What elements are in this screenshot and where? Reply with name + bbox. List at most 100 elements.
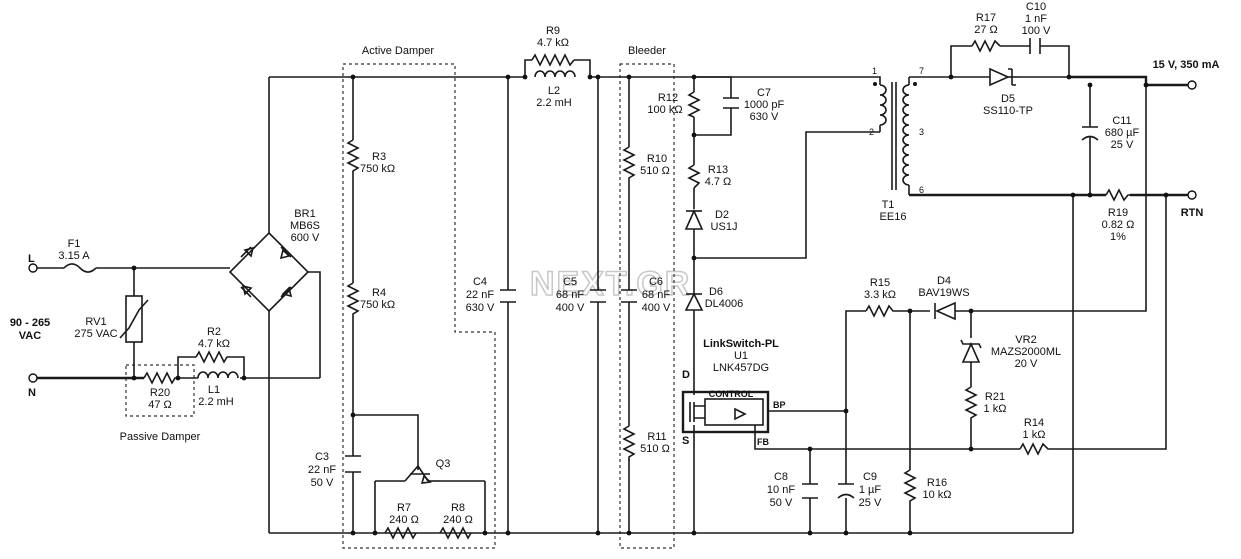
r21-value: 1 kΩ [984, 403, 1007, 415]
r8-ref: R8 [451, 502, 465, 514]
br1-value: 600 V [291, 232, 320, 244]
wire-u1-bp [768, 310, 866, 412]
c6-ref: C6 [649, 276, 663, 288]
diode-d5 [989, 67, 1020, 87]
label-input-voltage-1: 90 - 265 [10, 317, 50, 329]
c7-rating: 630 V [750, 111, 779, 123]
r17-value: 27 Ω [974, 24, 998, 36]
resistor-r16 [903, 469, 917, 505]
ic-u1 [681, 390, 770, 434]
junction-dots [131, 74, 1169, 536]
c8-value: 10 nF [767, 484, 795, 496]
c6-rating: 400 V [642, 302, 671, 314]
r10-value: 510 Ω [640, 165, 670, 177]
wire-r9-bypass [524, 59, 591, 77]
vr2-value: 20 V [1015, 358, 1038, 370]
capacitor-c9 [837, 483, 855, 499]
u1-ref: U1 [734, 350, 748, 362]
wire-d2-to-transformer [694, 131, 880, 259]
capacitor-c6 [621, 289, 637, 303]
resistor-r7 [384, 526, 417, 540]
f1-value: 3.15 A [58, 250, 90, 262]
d4-ref: D4 [937, 275, 951, 287]
diode-d6 [684, 292, 704, 311]
capacitor-c8 [802, 483, 818, 499]
r11-ref: R11 [647, 431, 666, 443]
r20-ref: R20 [150, 387, 170, 399]
r12-value: 100 kΩ [647, 104, 682, 116]
r2-value: 4.7 kΩ [198, 338, 230, 350]
c5-ref: C5 [563, 276, 577, 288]
t1-pin7: 7 [919, 66, 924, 76]
passive-damper-box [125, 364, 195, 417]
label-neutral: N [28, 387, 36, 399]
wire-primary-top [870, 76, 881, 85]
watermark: NEXT.GR [530, 265, 691, 303]
wire-sec-top [908, 76, 951, 85]
capacitor-c4 [500, 289, 516, 303]
r9-value: 4.7 kΩ [537, 37, 569, 49]
u1-part: LNK457DG [713, 362, 769, 374]
r2-ref: R2 [207, 326, 221, 338]
fuse-f1 [63, 263, 97, 273]
diode-d2 [684, 209, 704, 230]
wire-q3-base [353, 414, 419, 466]
r4-value: 750 kΩ [360, 299, 395, 311]
u1-pin-s: S [682, 435, 689, 447]
resistor-r11 [622, 425, 636, 461]
d2-ref: D2 [715, 209, 729, 221]
d5-part: SS110-TP [983, 105, 1033, 117]
active-damper-label: Active Damper [362, 45, 434, 57]
u1-block: CONTROL [709, 389, 754, 399]
r11-value: 510 Ω [640, 443, 670, 455]
bleeder-box [619, 63, 675, 549]
c9-rating: 25 V [859, 497, 882, 509]
c3-ref: C3 [315, 451, 329, 463]
r14-ref: R14 [1024, 417, 1044, 429]
r7-ref: R7 [397, 502, 411, 514]
resistor-r3 [346, 139, 360, 175]
wire-r7-r8-loop [374, 481, 486, 533]
wire-r14-to-rtn [1050, 195, 1167, 450]
q3-ref: Q3 [436, 458, 451, 470]
d5-ref: D5 [1001, 93, 1015, 105]
r15-ref: R15 [870, 277, 890, 289]
terminal-output-positive [1187, 80, 1197, 90]
r9-ref: R9 [546, 25, 560, 37]
active-damper-box [342, 63, 496, 549]
capacitor-c3 [345, 455, 361, 473]
u1-pin-bp: BP [773, 400, 786, 410]
c11-rating: 25 V [1111, 139, 1134, 151]
label-line: L [28, 253, 35, 265]
t1-pin2: 2 [869, 127, 874, 137]
terminal-neutral [28, 373, 38, 383]
inductor-l2 [534, 70, 576, 78]
l2-value: 2.2 mH [536, 97, 572, 109]
r21-ref: R21 [985, 391, 1005, 403]
c3-value: 22 nF [308, 464, 336, 476]
u1-pin-fb: FB [757, 437, 769, 447]
c4-ref: C4 [473, 276, 487, 288]
c5-rating: 400 V [556, 302, 585, 314]
r13-ref: R13 [708, 164, 728, 176]
c10-value: 1 nF [1025, 13, 1047, 25]
bleeder-label: Bleeder [628, 45, 666, 57]
wire-u1-fb [754, 425, 1020, 450]
r13-value: 4.7 Ω [705, 176, 732, 188]
transistor-q3 [404, 464, 440, 484]
t1-pin1: 1 [872, 66, 877, 76]
c9-value: 1 µF [859, 484, 882, 496]
r16-value: 10 kΩ [922, 489, 951, 501]
c8-ref: C8 [774, 471, 788, 483]
label-return: RTN [1181, 207, 1204, 219]
resistor-r20 [143, 371, 178, 385]
f1-ref: F1 [68, 238, 81, 250]
t1-pin3: 3 [919, 127, 924, 137]
c7-ref: C7 [757, 87, 771, 99]
r4-ref: R4 [372, 287, 386, 299]
br1-part: MB6S [290, 220, 320, 232]
t1-part: EE16 [880, 211, 907, 223]
resistor-r10 [622, 146, 636, 180]
r14-value: 1 kΩ [1023, 429, 1046, 441]
